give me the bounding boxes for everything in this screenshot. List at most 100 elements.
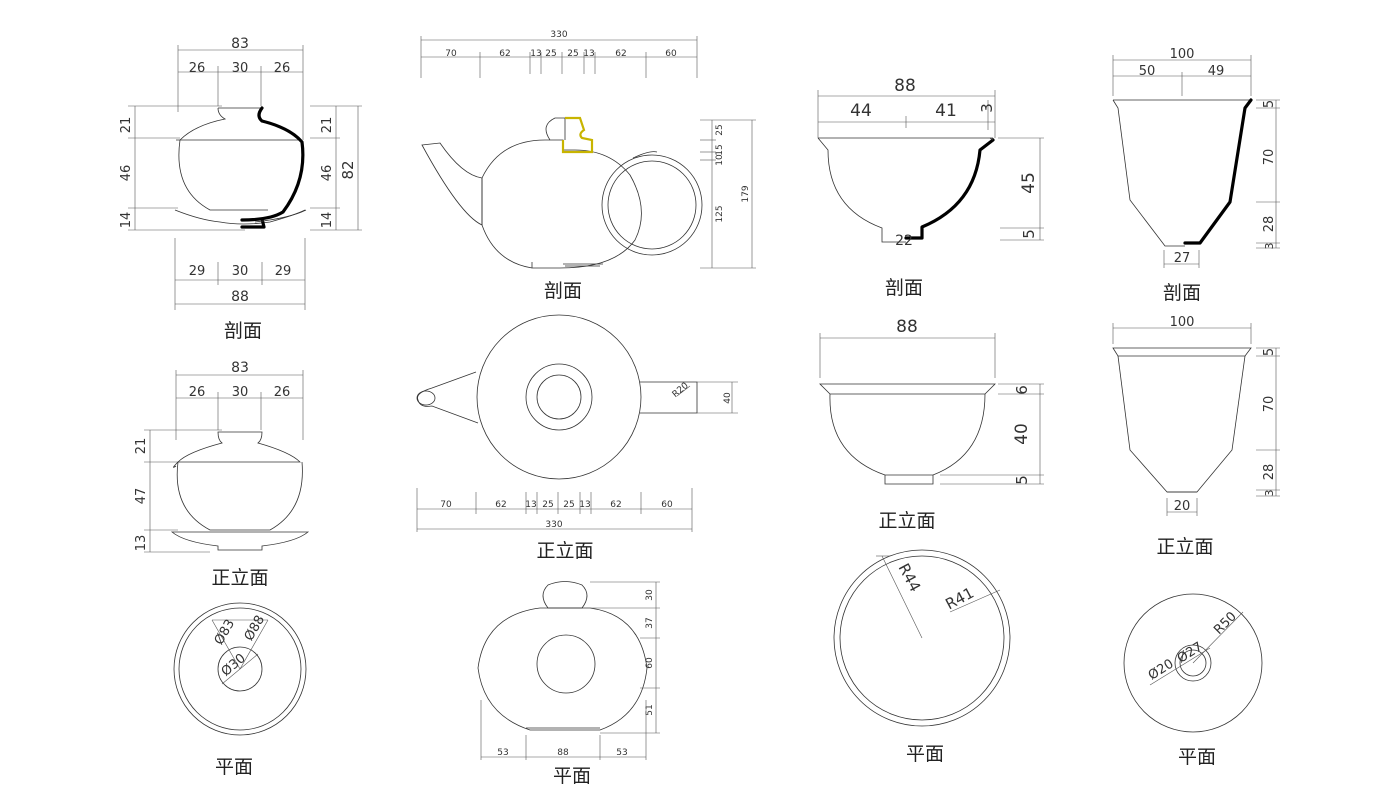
bowl-elevation-view: 88 6 40 5 正立面 bbox=[819, 317, 1044, 532]
bowl-section-view: 88 44 41 3 45 5 22 剖面 bbox=[817, 76, 1044, 299]
teapot-plan-dim-bottom: 53 bbox=[616, 748, 627, 758]
cup-section-view: 100 50 49 5 70 28 3 27 剖面 bbox=[1112, 47, 1280, 304]
gaiwan-elevation-view: 83 26 30 26 21 47 13 正立面 bbox=[134, 360, 310, 589]
cup-elevation-foot-dim: 20 bbox=[1174, 499, 1191, 514]
cup-section-dim-top: 50 bbox=[1139, 64, 1156, 79]
teapot-elevation-dim-bottom: 62 bbox=[610, 500, 621, 510]
cup-section-dim-overall: 100 bbox=[1170, 47, 1195, 62]
gaiwan-elevation-dim-top: 30 bbox=[232, 385, 249, 400]
teapot-plan-dim-bottom: 53 bbox=[497, 748, 508, 758]
bowl-section-caption: 剖面 bbox=[885, 277, 923, 299]
cup-section-dim-right: 28 bbox=[1262, 216, 1277, 233]
gaiwan-section-view: 83 26 30 26 21 46 14 21 46 14 82 剖面 bbox=[119, 36, 362, 342]
teapot-plan-dim-right: 37 bbox=[645, 617, 655, 628]
bowl-elevation-dim-overall: 88 bbox=[896, 317, 918, 337]
gaiwan-section-dim-left: 46 bbox=[119, 165, 134, 182]
gaiwan-section-dim-left: 21 bbox=[119, 117, 134, 134]
bowl-elevation-dim-right: 40 bbox=[1012, 423, 1032, 445]
teapot-section-dim-height: 179 bbox=[741, 185, 751, 202]
teapot-elevation-handle-label: R20 bbox=[671, 381, 691, 400]
teapot-elevation-dim-bottom: 13 bbox=[525, 500, 536, 510]
gaiwan-section-caption: 剖面 bbox=[224, 320, 262, 342]
cup-section-foot-dim: 27 bbox=[1174, 251, 1191, 266]
gaiwan-section-dim-base: 88 bbox=[231, 289, 249, 305]
cup-elevation-dim-overall: 100 bbox=[1170, 315, 1195, 330]
cup-elevation-dim-right: 28 bbox=[1262, 464, 1277, 481]
gaiwan-section-dim-left: 14 bbox=[119, 212, 134, 229]
gaiwan-elevation-dim-overall: 83 bbox=[231, 360, 249, 376]
teapot-plan-caption: 平面 bbox=[553, 765, 591, 787]
gaiwan-section-dim-bottom: 30 bbox=[232, 264, 249, 279]
teapot-section-dim-top: 60 bbox=[665, 49, 677, 59]
gaiwan-plan-caption: 平面 bbox=[215, 756, 253, 778]
teapot-plan-dim-right: 51 bbox=[645, 704, 655, 715]
gaiwan-elevation-caption: 正立面 bbox=[211, 567, 268, 589]
teapot-section-dim-right: 125 bbox=[715, 205, 725, 222]
cup-plan-caption: 平面 bbox=[1178, 746, 1216, 768]
bowl-section-dim-top: 44 bbox=[850, 101, 872, 121]
cup-elevation-caption: 正立面 bbox=[1156, 536, 1213, 558]
gaiwan-section-dim-right: 21 bbox=[320, 117, 335, 134]
gaiwan-plan-view: Ø83 Ø88 Ø30 平面 bbox=[173, 602, 307, 778]
bowl-plan-label: R41 bbox=[942, 584, 977, 614]
cup-plan-label: Ø27 bbox=[1175, 640, 1206, 667]
gaiwan-section-dim-overall: 83 bbox=[231, 36, 249, 52]
bowl-elevation-dim-right: 5 bbox=[1013, 475, 1031, 485]
bowl-section-foot-dim: 22 bbox=[895, 233, 913, 249]
cup-section-dim-right: 5 bbox=[1262, 100, 1277, 108]
gaiwan-section-dim-bottom: 29 bbox=[189, 264, 206, 279]
bowl-elevation-dim-right: 6 bbox=[1013, 385, 1031, 395]
teapot-elevation-dim-bottom: 25 bbox=[563, 500, 574, 510]
teapot-section-dim-right: 25 bbox=[715, 124, 725, 135]
bowl-plan-caption: 平面 bbox=[906, 743, 944, 765]
gaiwan-elevation-dim-left: 47 bbox=[134, 488, 149, 505]
teapot-section-dim-top: 62 bbox=[499, 49, 510, 59]
cup-section-dim-right: 3 bbox=[1263, 243, 1276, 250]
cup-plan-label: Ø20 bbox=[1146, 657, 1177, 684]
gaiwan-section-dim-top: 30 bbox=[232, 61, 249, 76]
bowl-section-dim-right: 45 bbox=[1019, 172, 1039, 194]
gaiwan-plan-label: Ø88 bbox=[242, 613, 268, 644]
bowl-section-dim-right: 5 bbox=[1020, 229, 1038, 239]
gaiwan-section-dim-top: 26 bbox=[274, 61, 291, 76]
teapot-elevation-dim-overall: 330 bbox=[545, 520, 562, 530]
cup-section-caption: 剖面 bbox=[1163, 282, 1201, 304]
teapot-elevation-dim-bottom: 13 bbox=[579, 500, 590, 510]
teapot-section-dim-right: 10 bbox=[715, 154, 725, 166]
teapot-section-caption: 剖面 bbox=[544, 280, 582, 302]
teapot-section-dim-overall: 330 bbox=[550, 30, 567, 40]
teapot-section-view: 330 70 62 13 25 25 13 62 60 25 15 bbox=[420, 30, 756, 302]
teapot-elevation-dim-bottom: 62 bbox=[495, 500, 506, 510]
cup-elevation-view: 100 5 70 28 3 20 正立面 bbox=[1112, 315, 1280, 558]
bowl-elevation-caption: 正立面 bbox=[878, 510, 935, 532]
teapot-elevation-dim-bottom: 70 bbox=[440, 500, 452, 510]
cup-plan-label: R50 bbox=[1211, 609, 1240, 638]
teapot-section-dim-top: 13 bbox=[530, 49, 541, 59]
gaiwan-plan-label: Ø83 bbox=[212, 617, 238, 648]
bowl-section-dim-overall: 88 bbox=[894, 76, 916, 96]
teapot-section-dim-top: 62 bbox=[615, 49, 626, 59]
teapot-elevation-handle-label: 40 bbox=[723, 392, 733, 404]
teapot-plan-dim-bottom: 88 bbox=[557, 748, 569, 758]
cup-elevation-dim-right: 70 bbox=[1262, 396, 1277, 413]
gaiwan-elevation-dim-top: 26 bbox=[189, 385, 206, 400]
bowl-plan-label: R44 bbox=[895, 560, 925, 595]
bowl-section-dim-top: 41 bbox=[935, 101, 957, 121]
bowl-plan-view: R44 R41 平面 bbox=[833, 549, 1011, 765]
teapot-elevation-dim-bottom: 60 bbox=[661, 500, 673, 510]
gaiwan-elevation-dim-left: 13 bbox=[134, 535, 149, 552]
teapot-elevation-view: R20 40 70 62 13 25 25 13 62 60 330 正立面 bbox=[416, 314, 738, 562]
teapot-elevation-dim-bottom: 25 bbox=[542, 500, 553, 510]
cup-plan-view: Ø20 Ø27 R50 平面 bbox=[1123, 593, 1263, 768]
cup-elevation-dim-right: 3 bbox=[1263, 490, 1276, 497]
gaiwan-section-dim-right: 46 bbox=[320, 165, 335, 182]
teapot-plan-dim-right: 60 bbox=[645, 657, 655, 669]
teapot-section-dim-right: 15 bbox=[715, 144, 725, 155]
gaiwan-section-dim-right: 14 bbox=[320, 212, 335, 229]
teapot-section-dim-top: 25 bbox=[567, 49, 578, 59]
teapot-plan-dim-right: 30 bbox=[645, 589, 655, 601]
gaiwan-elevation-dim-top: 26 bbox=[274, 385, 291, 400]
teapot-elevation-caption: 正立面 bbox=[536, 540, 593, 562]
teapot-section-dim-top: 70 bbox=[445, 49, 457, 59]
